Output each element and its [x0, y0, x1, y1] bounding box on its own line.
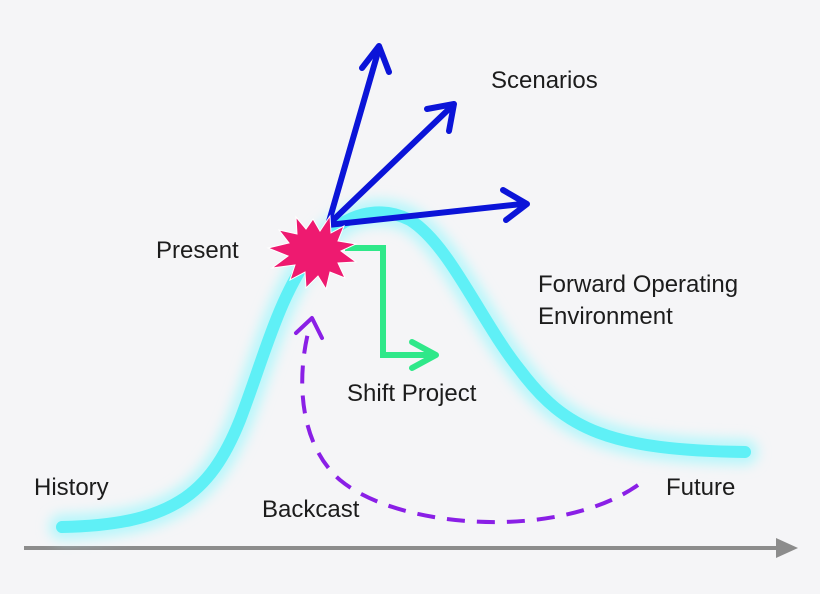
scenario-arrows [325, 43, 530, 228]
shift-project-arrow [345, 245, 439, 371]
forward-operating-line-1: Forward Operating [538, 271, 739, 298]
backcast-arrow [294, 316, 640, 525]
starburst-icon [266, 214, 358, 291]
time-axis [24, 538, 798, 558]
future-label: Future [666, 474, 736, 501]
history-label: History [34, 474, 109, 501]
present-label: Present [156, 237, 239, 264]
scenario-arrow-1 [325, 43, 392, 228]
forward-operating-line-2: Environment [538, 303, 673, 331]
scenario-arrow-3 [325, 187, 530, 228]
arrow-right-icon [776, 538, 798, 558]
shift-project-label: Shift Project [347, 380, 477, 407]
forward-operating-environment-label: Forward Operating Environment [538, 269, 738, 334]
trajectory-curve [49, 199, 758, 540]
scenario-arrow-2 [325, 101, 457, 228]
scenarios-label: Scenarios [491, 67, 598, 94]
backcast-label: Backcast [262, 496, 360, 523]
